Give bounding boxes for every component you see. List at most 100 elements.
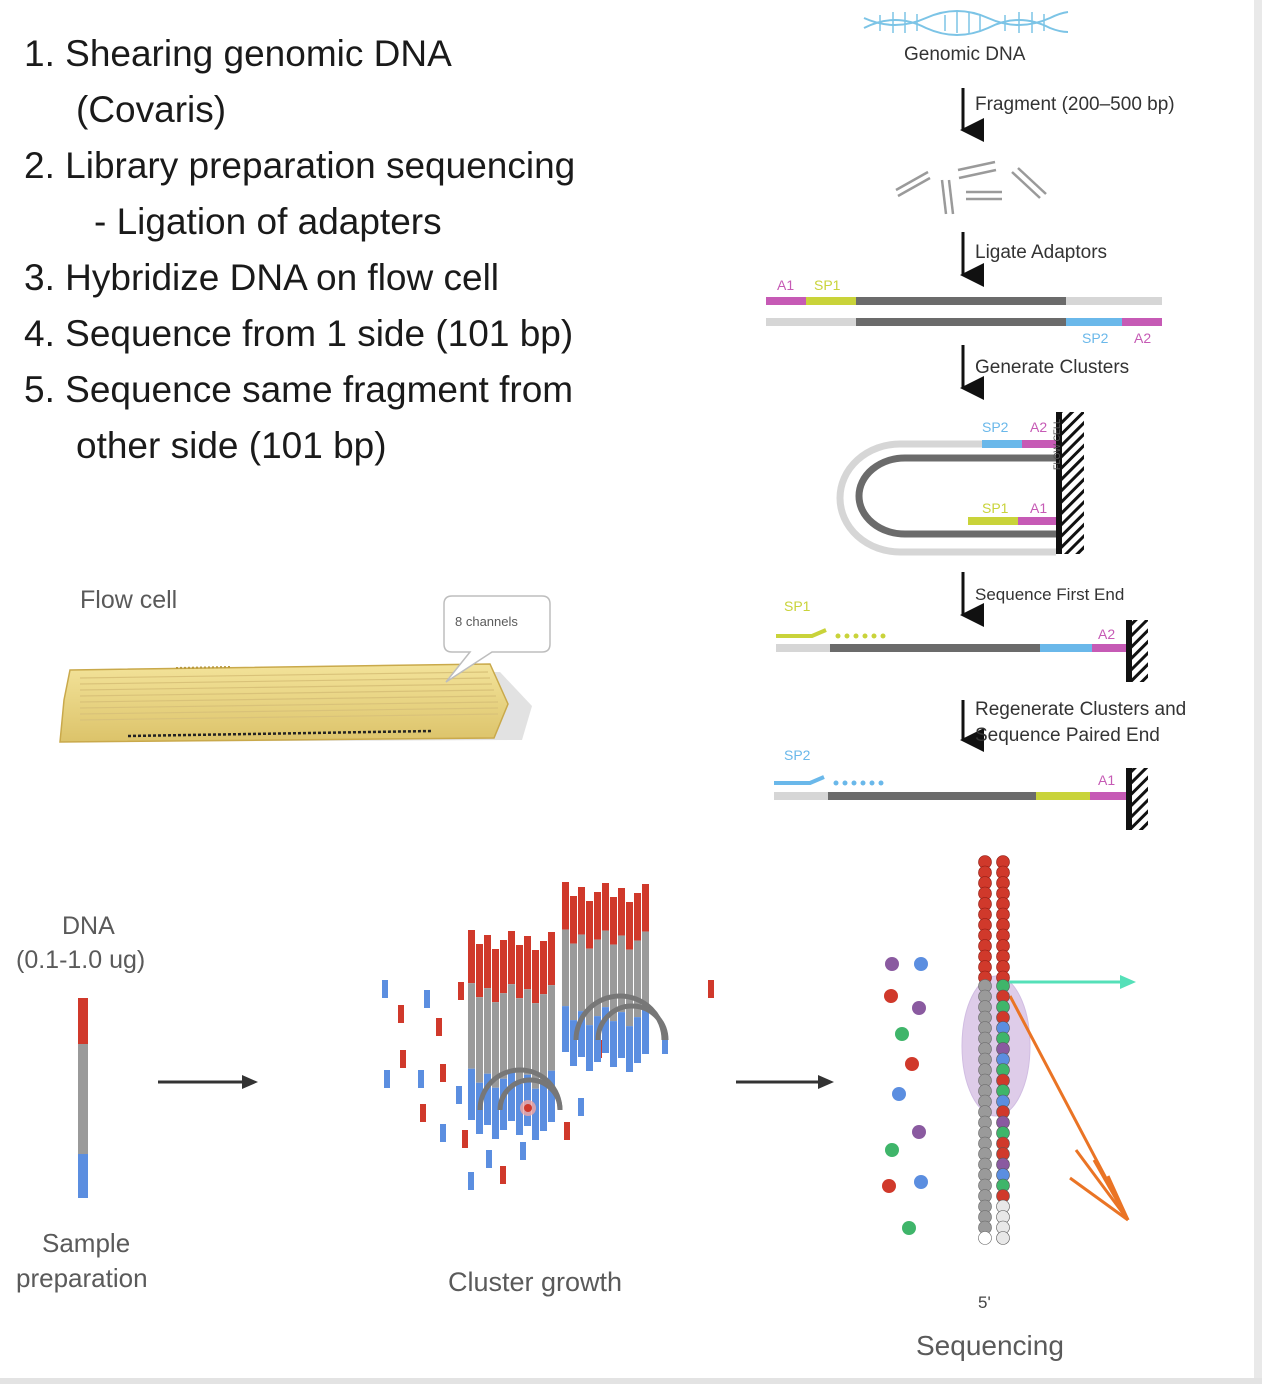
sequencing-strand [978,855,1010,1245]
cluster-strand [484,935,491,989]
cluster-strand [476,944,483,998]
step-1: 1. Shearing genomic DNA [24,26,664,82]
cluster-strand [468,930,475,984]
cluster-strand [610,1021,617,1067]
step-2-sub: - Ligation of adapters [94,201,442,242]
cluster-strand [562,882,569,930]
sequencing-graphic [961,975,1136,1222]
sp2-cluster-label: SP2 [982,419,1009,435]
step-number: 2. [24,145,55,186]
channels-callout: 8 channels [455,614,518,629]
cluster-strand [634,1017,641,1063]
cluster-strand [532,1003,539,1089]
cluster-strand [626,902,633,950]
cluster-strand [548,932,555,986]
cluster-strand [570,943,577,1021]
flow-cell-title: Flow cell [80,586,178,614]
cluster-strand [634,893,641,941]
molecule [458,982,464,1000]
cluster-strand [524,989,531,1075]
cluster-strand [618,935,625,1013]
step-5: 5. Sequence same fragment from [24,362,664,418]
molecule [468,1172,474,1190]
molecule [486,1150,492,1168]
molecule [398,1005,404,1023]
step-number: 4. [24,313,55,354]
a1-read-label: A1 [1098,772,1116,788]
dna-amount-label: (0.1-1.0 ug) [16,946,146,974]
cluster-strand [492,1087,499,1139]
cluster-strand [540,994,547,1080]
cluster-strand [476,997,483,1083]
molecule [462,1130,468,1148]
molecule [500,1166,506,1184]
cluster-strand [516,998,523,1084]
cluster-strand [578,887,585,935]
dna-label: DNA [62,912,115,940]
process-arrows [158,1075,834,1089]
cluster-strand [508,1069,515,1121]
cluster-strand [578,934,585,1012]
free-nucleotides [882,957,928,1235]
cluster-strand [524,936,531,990]
window-edge [1254,0,1262,1384]
regenerate-label-2: Sequence Paired End [975,725,1160,746]
step-number: 1. [24,33,55,74]
a1-label: A1 [777,277,795,293]
bead [996,1231,1010,1245]
five-prime-label: 5' [978,1293,991,1312]
molecule [708,980,714,998]
bridge-arc [595,1003,669,1041]
cluster-strand [586,948,593,1026]
preparation-label: preparation [16,1263,148,1293]
cluster-strand [516,1083,523,1135]
cluster-strand [492,949,499,1003]
fragment-label: Fragment (200–500 bp) [975,94,1175,115]
step-4: 4. Sequence from 1 side (101 bp) [24,306,664,362]
a1-cluster-label: A1 [1030,500,1048,516]
first-end-label: Sequence First End [975,585,1125,604]
cluster-seed [524,1104,532,1112]
cluster-strand [642,931,649,1009]
molecule [384,1070,390,1088]
bead [978,1231,992,1245]
cluster-strand [578,1011,585,1057]
a2-label: A2 [1134,330,1152,346]
cluster-strand [642,1008,649,1054]
cluster-strand [562,1006,569,1052]
molecule [418,1070,424,1088]
step-text: Shearing genomic DNA [65,33,452,74]
cluster-strand [570,896,577,944]
window-bottom-edge [0,1378,1262,1384]
cluster-strand [562,929,569,1007]
dna-fragments [895,160,1047,215]
cluster-strand [500,940,507,994]
cluster-strand [602,1007,609,1053]
sp1-label: SP1 [814,277,841,293]
sp2-label: SP2 [1082,330,1109,346]
sp2-read-label: SP2 [784,747,811,763]
first-end-read [776,620,1148,682]
cluster-strand [532,1088,539,1140]
genomic-dna-label: Genomic DNA [904,44,1026,65]
cluster-strand [618,1012,625,1058]
cluster-growth-label: Cluster growth [448,1267,623,1297]
molecule [382,980,388,998]
molecule [440,1124,446,1142]
step-3: 3. Hybridize DNA on flow cell [24,250,664,306]
ligate-label: Ligate Adaptors [975,242,1108,263]
regenerate-label-1: Regenerate Clusters and [975,699,1187,720]
cluster-strand [484,1073,491,1125]
molecule [578,1098,584,1116]
cluster-strand [602,930,609,1008]
cluster-strand [570,1020,577,1066]
sequencing-label: Sequencing [916,1330,1064,1361]
generate-label: Generate Clusters [975,357,1130,378]
step-number: 3. [24,257,55,298]
molecule [424,990,430,1008]
ligated-fragment [766,297,1162,326]
sp1-cluster-label: SP1 [982,500,1009,516]
cluster-strand [508,931,515,985]
step-2: 2. Library preparation sequencing [24,138,664,194]
